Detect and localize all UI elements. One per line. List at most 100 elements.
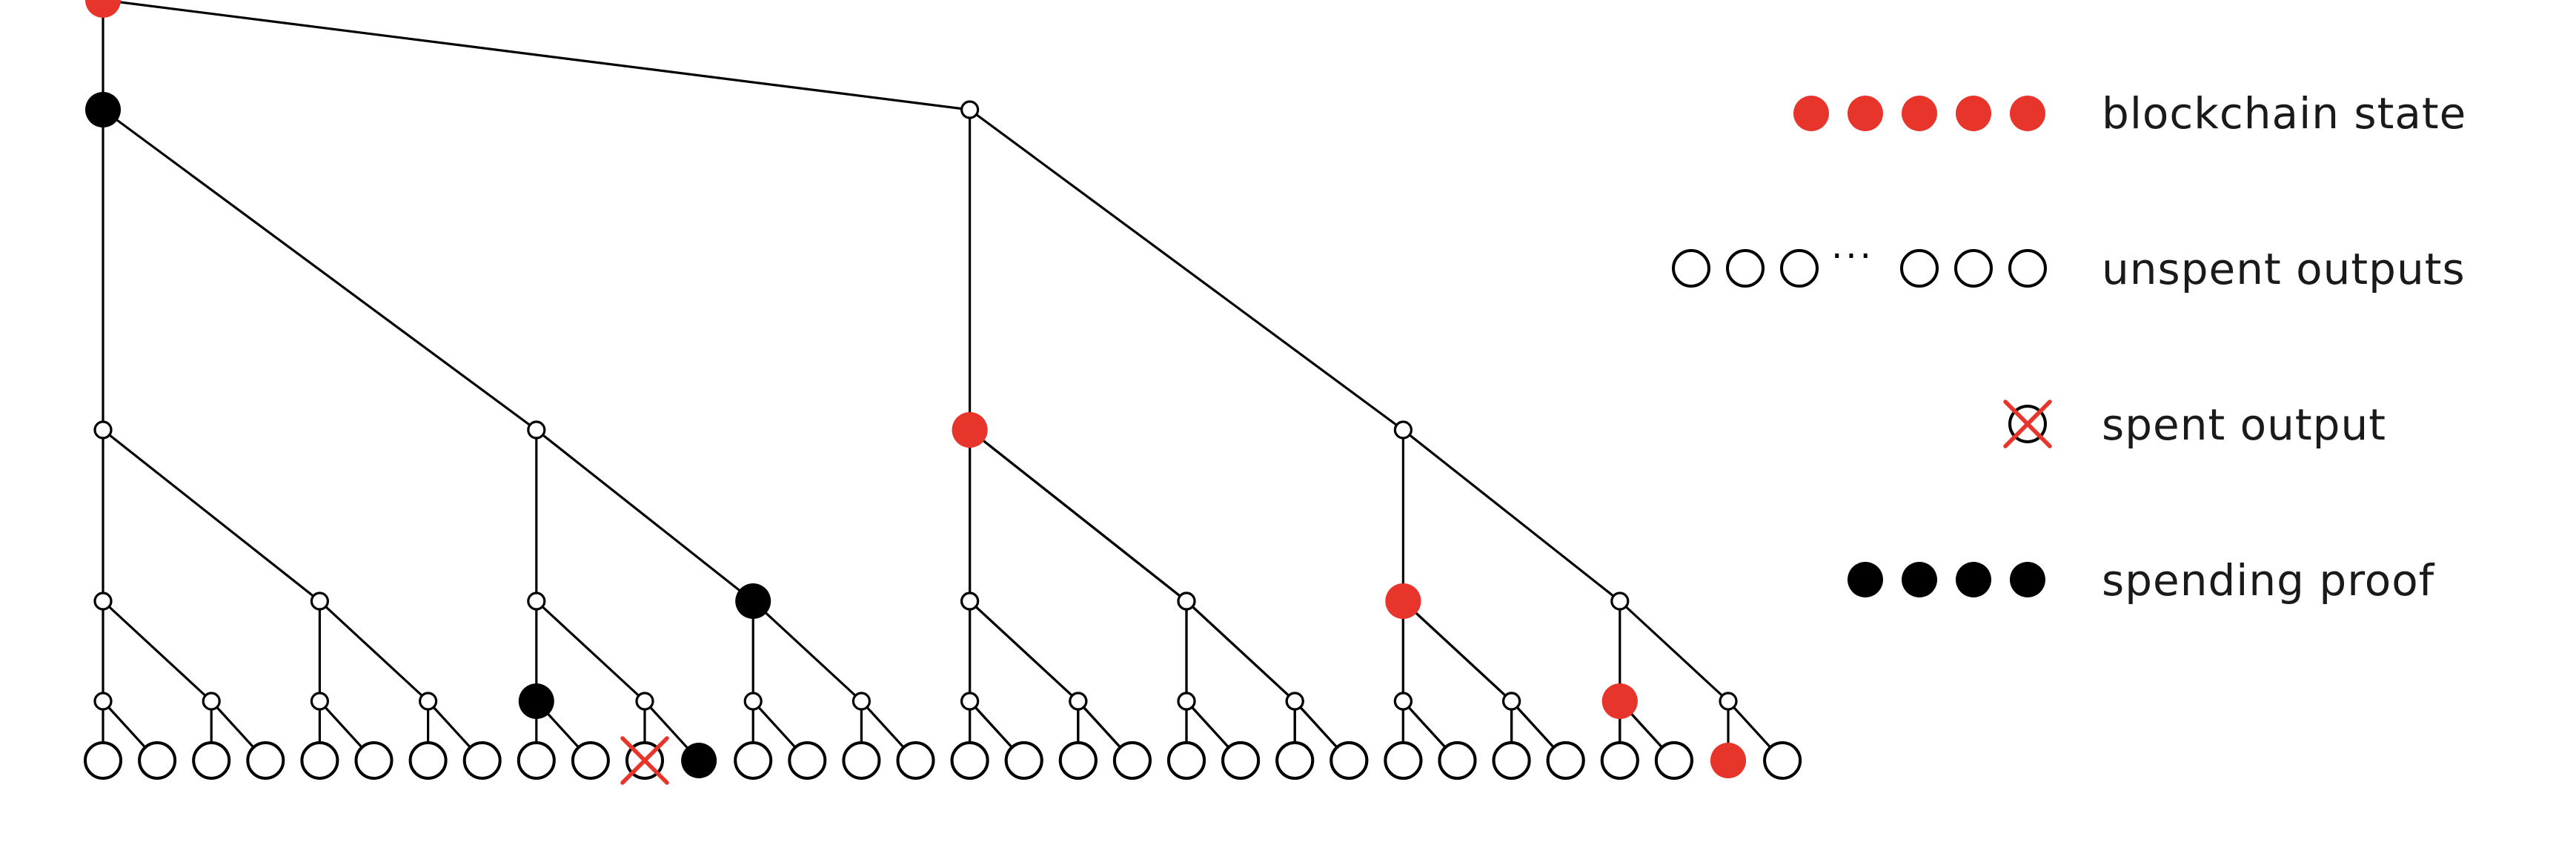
forest (84, 0, 1802, 785)
legend: blockchain state ··· unspent outputs spe… (1672, 88, 2466, 606)
legend-unspent-outputs-label: unspent outputs (2102, 244, 2466, 294)
internal-node (1501, 692, 1521, 711)
internal-node (1610, 592, 1630, 611)
unspent-output-leaf (300, 741, 339, 780)
blockchain-state-node (1385, 583, 1421, 619)
legend-spent-output-symbol (2003, 400, 2052, 448)
blockchain-state-node (85, 0, 121, 18)
legend-proof-dot (1956, 562, 1991, 597)
tree-edge (535, 428, 754, 603)
tree-edge (102, 0, 970, 111)
unspent-output-leaf (462, 741, 502, 780)
unspent-output-leaf (1112, 741, 1152, 780)
tree-edge (1402, 600, 1513, 703)
legend-blockchain-state-dots (1793, 96, 2045, 131)
internal-node (960, 692, 980, 711)
unspent-output-leaf (517, 741, 556, 780)
unspent-output-leaf (896, 741, 935, 780)
legend-proof-dot (1902, 562, 1937, 597)
unspent-output-leaf (950, 741, 989, 780)
unspent-output-leaf (1330, 741, 1369, 780)
legend-proof-dot (2010, 562, 2045, 597)
internal-node (960, 100, 980, 119)
tree-edge (969, 428, 1187, 603)
internal-node (852, 692, 872, 711)
unspent-output-leaf (84, 741, 122, 780)
legend-spent-output-label: spent output (2102, 400, 2386, 450)
unspent-output-leaf (1600, 741, 1639, 780)
internal-node (960, 592, 980, 611)
blockchain-state-node (1710, 743, 1746, 778)
legend-unspent-circle (1900, 249, 1939, 288)
tree-edge (102, 600, 213, 703)
legend-unspent-circle (1780, 249, 1819, 288)
internal-node (93, 692, 113, 711)
legend-blockchain-state-label: blockchain state (2102, 88, 2466, 139)
legend-state-dot (1793, 96, 1829, 131)
unspent-output-leaf (1654, 741, 1693, 780)
legend-unspent-circle (1672, 249, 1710, 288)
blockchain-state-node (1601, 683, 1638, 719)
unspent-output-leaf (1004, 741, 1043, 780)
tree-edge (102, 108, 537, 431)
legend-state-dot (1956, 96, 1991, 131)
internal-node (310, 592, 329, 611)
spending-proof-node (518, 683, 554, 719)
tree-edge (969, 108, 1404, 431)
spending-proof-node (735, 583, 771, 619)
internal-node (310, 692, 329, 711)
internal-node (527, 420, 546, 440)
spending-proof-node (85, 92, 121, 127)
legend-state-dot (1848, 96, 1883, 131)
internal-node (743, 692, 763, 711)
tree-edge (102, 428, 321, 603)
tree-edge (969, 600, 1079, 703)
internal-node (93, 592, 113, 611)
blockchain-state-node (952, 412, 988, 448)
tree-edge (535, 600, 646, 703)
unspent-output-leaf (1058, 741, 1098, 780)
internal-node (635, 692, 654, 711)
internal-node (202, 692, 221, 711)
internal-node (418, 692, 438, 711)
tree-edge (1619, 600, 1730, 703)
unspent-output-leaf (246, 741, 285, 780)
legend-spent-cross (2003, 400, 2052, 448)
internal-node (527, 592, 546, 611)
legend-spending-proof-label: spending proof (2102, 555, 2435, 606)
unspent-output-leaf (1763, 741, 1802, 780)
legend-unspent-outputs-dots (1672, 249, 2047, 288)
unspent-output-leaf (1438, 741, 1477, 780)
spending-proof-node (681, 743, 717, 778)
legend-unspent-circle (1954, 249, 1993, 288)
unspent-output-leaf (1384, 741, 1423, 780)
unspent-output-leaf (192, 741, 231, 780)
legend-unspent-circle (2008, 249, 2047, 288)
internal-node (1177, 592, 1196, 611)
internal-node (93, 420, 113, 440)
internal-node (1393, 692, 1413, 711)
tree-edge (1402, 428, 1621, 603)
tree-edge (1185, 600, 1296, 703)
unspent-output-leaf (1275, 741, 1315, 780)
tree-edge (752, 600, 863, 703)
legend-unspent-circle (1726, 249, 1765, 288)
tree-edge (319, 600, 429, 703)
legend-proof-dot (1848, 562, 1883, 597)
legend-state-dot (2010, 96, 2045, 131)
internal-node (1393, 420, 1413, 440)
unspent-output-leaf (1221, 741, 1261, 780)
internal-node (1719, 692, 1738, 711)
internal-node (1285, 692, 1304, 711)
legend-ellipsis: ··· (1831, 236, 1874, 277)
legend-state-dot (1902, 96, 1937, 131)
unspent-output-leaf (734, 741, 773, 780)
unspent-output-leaf (788, 741, 827, 780)
spent-output-cross (620, 736, 669, 785)
legend-spending-proof-dots (1848, 562, 2045, 597)
unspent-output-leaf (1167, 741, 1206, 780)
unspent-output-leaf (1492, 741, 1531, 780)
unspent-output-leaf (842, 741, 881, 780)
unspent-output-leaf (354, 741, 394, 780)
